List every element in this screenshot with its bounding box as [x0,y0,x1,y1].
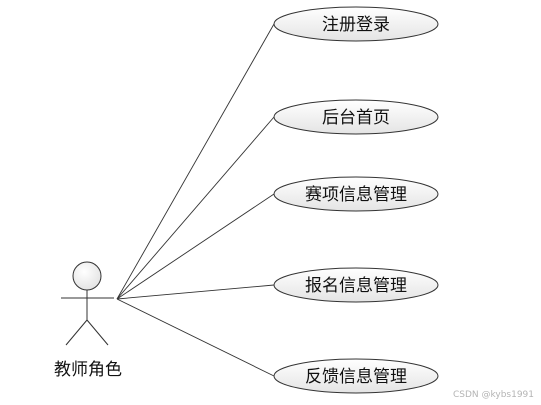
association-event [116,193,275,300]
actor-right-leg [86,319,109,346]
use-case-register: 注册登录 [273,6,439,42]
use-case-signup: 报名信息管理 [273,267,439,303]
actor-left-leg [65,319,88,346]
actor-head [72,261,102,291]
use-case-ellipse [273,6,439,42]
use-case-label: 赛项信息管理 [305,184,407,205]
use-case-event: 赛项信息管理 [273,176,439,212]
watermark: CSDN @kybs1991 [453,390,534,400]
association-home [116,116,275,300]
use-case-home: 后台首页 [273,99,439,135]
use-case-ellipse [273,267,439,303]
use-case-ellipse [273,99,439,135]
actor-teacher: 教师角色 [54,261,122,380]
use-case-label: 注册登录 [322,15,390,35]
association-signup [116,284,275,300]
use-case-feedback: 反馈信息管理 [273,358,439,394]
association-lines [116,23,275,377]
use-case-label: 后台首页 [322,108,390,128]
association-feedback [116,298,275,377]
use-case-label: 反馈信息管理 [305,367,407,387]
use-case-ellipse [273,176,439,212]
association-register [116,23,275,300]
use-case-ellipse [273,358,439,394]
use-case-label: 报名信息管理 [305,276,407,296]
actor-label: 教师角色 [54,360,122,380]
